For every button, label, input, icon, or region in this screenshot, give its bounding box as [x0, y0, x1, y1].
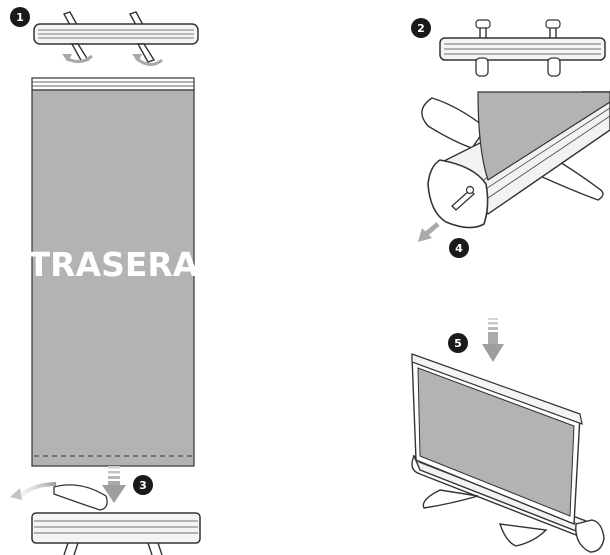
step-badge-1: 1: [10, 7, 30, 27]
locking-pin: [451, 189, 475, 211]
base-bar-bottom: [31, 512, 201, 544]
foot-blade-left: [421, 97, 487, 149]
svg-text:3: 3: [139, 479, 147, 492]
svg-text:5: 5: [454, 337, 462, 350]
base-flap: [53, 484, 108, 511]
stand-banner: [417, 367, 575, 517]
step4-illustration: [418, 91, 610, 242]
step-badge-3: 3: [133, 475, 153, 495]
step5-illustration: [411, 318, 605, 553]
pull-arrow-step4: [424, 222, 440, 236]
step2-illustration: [439, 19, 606, 77]
banner-panel: TRASERA: [28, 77, 199, 467]
svg-text:1: 1: [16, 11, 24, 24]
step-badge-2: 2: [411, 18, 431, 38]
stand-foot-left: [422, 489, 479, 509]
top-rail: [411, 353, 583, 425]
step3-illustration: [10, 466, 201, 555]
panel-label: TRASERA: [28, 245, 199, 284]
down-arrow-step5: [482, 344, 504, 362]
svg-text:4: 4: [455, 242, 463, 255]
down-arrow-step3: [102, 485, 126, 503]
base-end-cap: [427, 159, 489, 229]
step-badge-5: 5: [448, 333, 468, 353]
banner-rolled: [477, 91, 610, 181]
step-badge-4: 4: [449, 238, 469, 258]
step1-illustration: [33, 11, 199, 66]
svg-text:2: 2: [417, 22, 425, 35]
stand-foot-right: [498, 523, 548, 547]
